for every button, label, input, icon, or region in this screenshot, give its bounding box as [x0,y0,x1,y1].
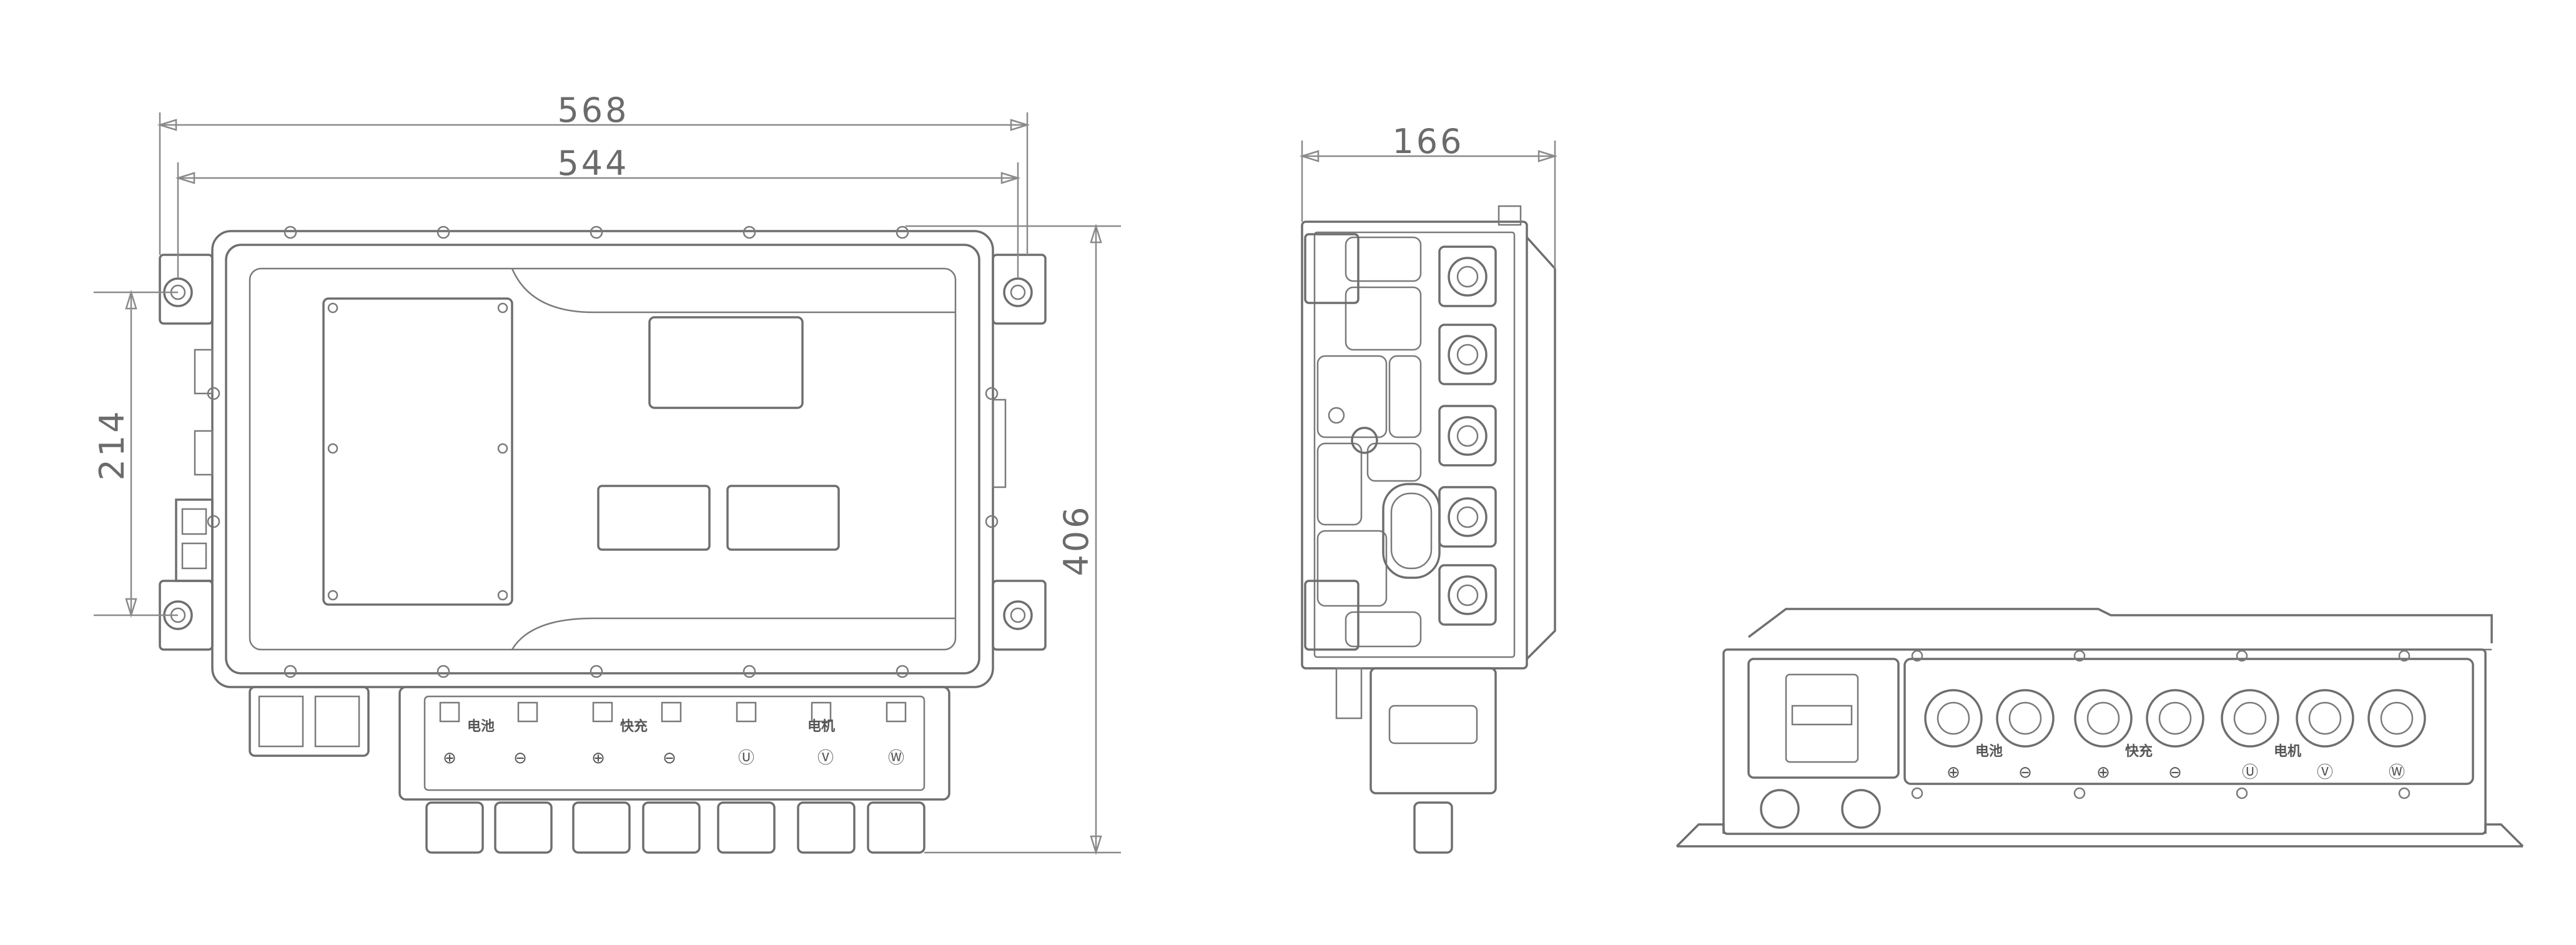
bottom-symbol-u-icon: Ⓤ [2242,763,2258,782]
front-dimensions: 568 544 214 406 [92,91,1121,856]
side-cable-gland [1413,801,1453,854]
side-ground-icon [1328,407,1345,424]
side-housing [1301,220,1528,670]
panel-screw-icon [497,302,508,314]
front-right-side-feature [992,398,1007,488]
front-symbol-plus-icon: ⊕ [591,749,605,768]
front-lid-step [511,268,955,314]
side-right-flange [1526,236,1556,660]
dim-overall-height: 406 [1057,504,1096,576]
front-symbol-u-icon: Ⓤ [738,749,754,768]
front-terminal-box [398,686,950,801]
bottom-foot-right [2484,823,2524,848]
front-label-fast-charge: 快充 [620,718,648,735]
bottom-symbol-plus-icon: ⊕ [1947,763,1960,782]
bottom-label-fast-charge: 快充 [2125,743,2153,759]
dim-overall-width: 568 [557,91,629,130]
side-dimensions: 166 [1299,122,1558,269]
front-left-side-connectors [175,349,214,582]
front-bottom-left-connector [249,686,370,757]
bottom-terminal-box [1903,658,2474,785]
front-cable-glands [425,801,925,854]
bottom-label-battery: 电池 [1975,744,2003,759]
panel-screw-icon [497,443,508,454]
bottom-lid-profile [1747,608,2493,643]
panel-screw-icon [327,443,338,454]
bottom-symbol-w-icon: Ⓦ [2389,763,2405,782]
front-symbol-minus-icon: ⊖ [513,749,527,768]
side-clamp-bottom [1304,580,1360,651]
dim-mount-height: 214 [92,408,132,480]
front-perimeter-bolts [207,225,999,678]
front-symbol-minus-icon: ⊖ [663,749,676,768]
label-window-left [597,485,711,551]
front-view: 电池 快充 电机 ⊕ ⊖ ⊕ ⊖ Ⓤ Ⓥ Ⓦ [159,225,1047,854]
side-ribs [1316,236,1422,648]
bottom-symbol-v-icon: Ⓥ [2317,763,2333,782]
front-mounting-ears [159,254,1047,651]
bottom-view: 电池 快充 电机 ⊕ ⊖ ⊕ ⊖ Ⓤ Ⓥ Ⓦ [1675,608,2524,848]
panel-screw-icon [327,302,338,314]
bottom-label-motor: 电机 [2274,744,2301,759]
bottom-small-gland [1841,789,1881,829]
bottom-bolts [1911,650,2411,799]
side-top-tab [1498,205,1522,226]
side-clamp-top [1304,233,1360,304]
front-symbol-plus-icon: ⊕ [443,749,456,768]
bottom-body [1722,648,2487,835]
panel-screw-icon [327,590,338,601]
bottom-symbol-minus-icon: ⊖ [2168,763,2182,782]
side-bottom-stub [1335,667,1363,720]
side-housing-inner [1313,231,1516,658]
side-connectors [1438,245,1497,626]
front-housing-mid [225,244,980,675]
front-left-panel [322,297,513,606]
label-window-top [648,316,804,409]
bottom-foot-left [1675,823,1725,848]
label-window-right [726,485,840,551]
bottom-left-connector [1747,658,1900,779]
bottom-symbol-minus-icon: ⊖ [2018,763,2032,782]
side-vent-icon [1351,427,1378,454]
front-label-battery: 电池 [467,719,495,735]
front-lid [249,267,957,651]
front-label-motor: 电机 [807,719,835,735]
bottom-symbol-plus-icon: ⊕ [2096,763,2110,782]
dim-mount-width: 544 [557,144,629,183]
side-view [1301,205,1556,854]
dim-side-depth: 166 [1392,122,1464,161]
front-lid-step-bottom [511,617,955,650]
bottom-terminal-glands [1924,689,2426,748]
panel-screw-icon [497,590,508,601]
bottom-small-gland [1760,789,1800,829]
front-symbol-w-icon: Ⓦ [888,749,904,768]
side-bottom-connector [1369,667,1497,794]
front-symbol-v-icon: Ⓥ [817,749,834,768]
